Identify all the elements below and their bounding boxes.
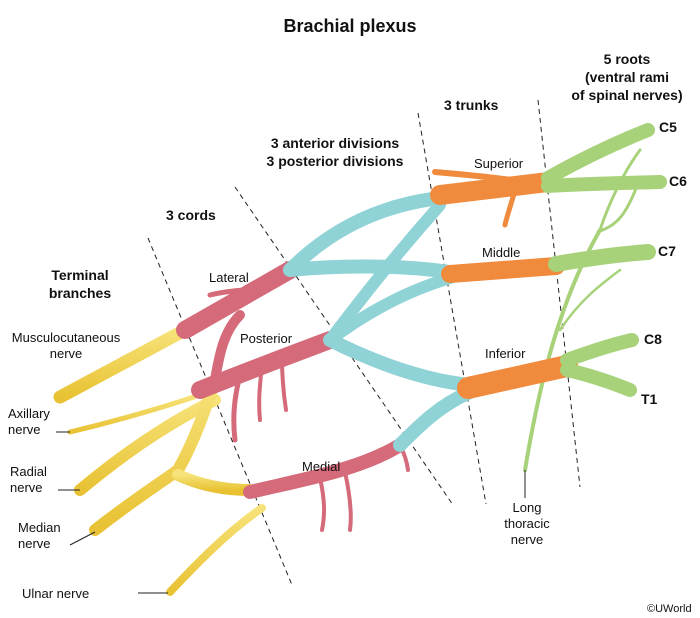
median-nerve-fiber	[89, 374, 221, 536]
anterior-division-middle	[283, 259, 457, 279]
middle-trunk-label: Middle	[482, 245, 521, 260]
roots-heading-line2: (ventral rami	[584, 69, 670, 85]
figure-title: Brachial plexus	[283, 16, 417, 36]
lateral-cord	[176, 261, 299, 339]
divisions-heading: 3 anterior divisions 3 posterior divisio…	[245, 134, 425, 170]
cords-heading: 3 cords	[166, 207, 216, 223]
root-c8-fiber	[560, 333, 639, 367]
musculocutaneous-nerve-fiber	[53, 323, 192, 404]
copyright-notice: ©UWorld	[647, 603, 692, 615]
root-t1-fiber	[560, 363, 637, 397]
axillary-nerve-label: Axillary nerve	[8, 406, 50, 438]
long-thoracic-label-line1: Long	[512, 500, 542, 515]
medial-cord-label: Medial	[302, 459, 341, 474]
divisions-heading-line1: 3 anterior divisions	[270, 135, 400, 151]
terminal-heading-line1: Terminal	[51, 267, 109, 283]
terminal-branches	[53, 323, 266, 596]
long-thoracic-label-line2: thoracic	[504, 516, 550, 531]
ulnar-nerve-fiber	[166, 504, 266, 596]
long-thoracic-label-line3: nerve	[510, 532, 544, 547]
axillary-label-line2: nerve	[8, 422, 41, 437]
boundary-trunks-roots	[537, 99, 581, 488]
cords	[176, 261, 410, 532]
radial-nerve-label: Radial nerve	[10, 464, 47, 496]
terminal-branches-heading: Terminal branches	[35, 266, 125, 302]
root-label-c6: C6	[669, 173, 687, 189]
posterior-division-middle	[324, 272, 456, 346]
root-label-c5: C5	[659, 119, 677, 135]
musculocutaneous-label-line2: nerve	[49, 346, 83, 361]
axillary-nerve-fiber	[67, 392, 203, 435]
divisions	[283, 191, 477, 452]
long-thoracic-nerve	[523, 148, 642, 472]
terminal-heading-line2: branches	[48, 285, 112, 301]
superior-trunk	[430, 172, 558, 205]
root-c7-fiber	[548, 244, 656, 272]
trunks-heading: 3 trunks	[444, 97, 499, 113]
middle-trunk	[441, 257, 565, 283]
superior-trunk-label: Superior	[474, 156, 524, 171]
root-label-c7: C7	[658, 243, 676, 259]
root-label-t1: T1	[641, 391, 658, 407]
anterior-division-superior	[283, 191, 447, 277]
musculocutaneous-label-line1: Musculocutaneous	[11, 330, 121, 345]
anterior-division-inferior	[393, 385, 477, 452]
medial-cord	[243, 438, 407, 499]
roots	[541, 123, 667, 397]
inferior-trunk-label: Inferior	[485, 346, 526, 361]
median-nerve-label: Median nerve	[18, 520, 61, 552]
ulnar-nerve-label: Ulnar nerve	[22, 586, 90, 601]
long-thoracic-nerve-label: Long thoracic nerve	[497, 500, 557, 548]
lateral-cord-label: Lateral	[209, 270, 249, 285]
median-label-line2: nerve	[18, 536, 51, 551]
root-c5-fiber	[541, 123, 655, 185]
roots-heading-line1: 5 roots	[603, 51, 651, 67]
posterior-cord-label: Posterior	[240, 331, 293, 346]
divisions-heading-line2: 3 posterior divisions	[266, 153, 404, 169]
radial-label-line1: Radial	[10, 464, 47, 479]
root-label-c8: C8	[644, 331, 662, 347]
musculocutaneous-nerve-label: Musculocutaneous nerve	[2, 330, 130, 362]
axillary-label-line1: Axillary	[8, 406, 50, 421]
root-c6-fiber	[541, 175, 667, 193]
radial-label-line2: nerve	[10, 480, 43, 495]
label-leaders	[56, 431, 168, 594]
posterior-division-inferior	[323, 333, 477, 392]
median-label-line1: Median	[18, 520, 61, 535]
roots-heading-line3: of spinal nerves)	[571, 87, 683, 103]
boundary-divisions-trunks	[417, 112, 487, 505]
roots-heading: 5 roots (ventral rami of spinal nerves)	[557, 50, 697, 104]
inferior-trunk	[457, 355, 578, 399]
trunks	[430, 169, 578, 399]
